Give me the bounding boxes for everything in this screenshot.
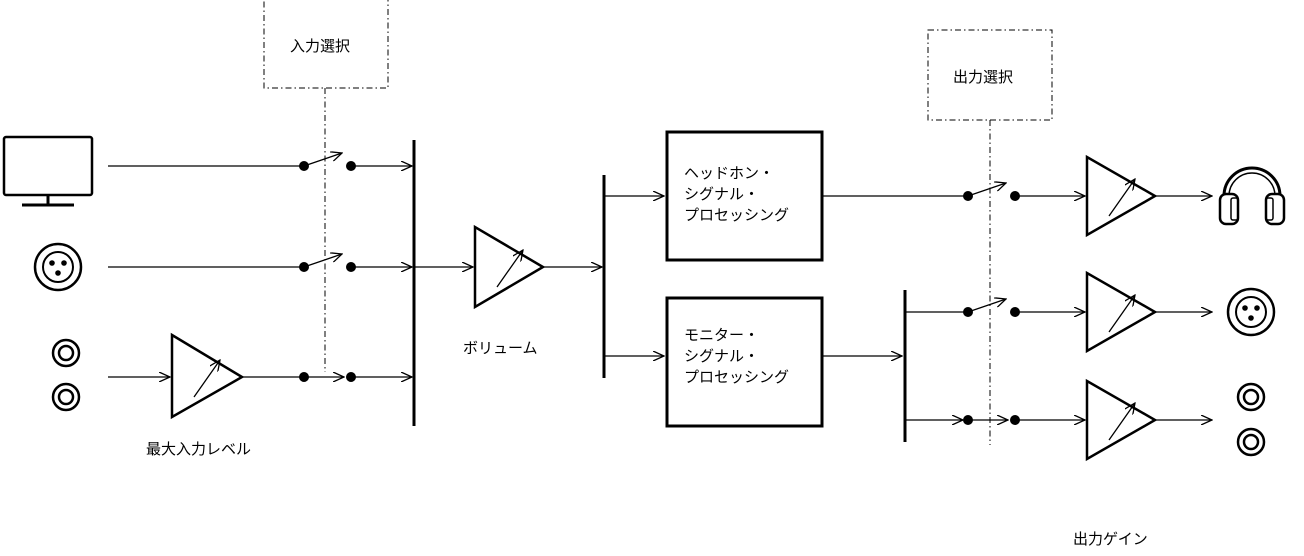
- input-select-label: 入力選択: [290, 37, 351, 55]
- monitor-processing-text: モニター・ シグナル・ プロセッシング: [684, 325, 789, 388]
- xlr-output-icon: [1226, 287, 1276, 337]
- volume-label: ボリューム: [463, 339, 538, 357]
- headphone-processing-text: ヘッドホン・ シグナル・ プロセッシング: [684, 163, 789, 226]
- headphone-processing-line-2: シグナル・: [684, 185, 760, 203]
- input-line-3: [108, 332, 412, 420]
- monitor-processing-line-2: シグナル・: [684, 347, 760, 365]
- max-input-level-label: 最大入力レベル: [146, 440, 252, 458]
- output-gain-label: 出力ゲイン: [1073, 530, 1148, 548]
- monitor-processing-block: [665, 296, 824, 428]
- headphone-processing-line-3: プロセッシング: [684, 206, 790, 224]
- monitor-processing-line-1: モニター・: [684, 326, 760, 344]
- input-select-box: [263, 0, 389, 89]
- headphones-icon: [1218, 166, 1286, 226]
- monitor-xlr-output-path: [905, 270, 1212, 354]
- monitor-rca-output-path: [905, 378, 1212, 462]
- output-select-label: 出力選択: [953, 68, 1014, 86]
- headphone-processing-block: [665, 130, 824, 262]
- rca-jack-pair-icon: [51, 338, 81, 412]
- volume-amplifier: [414, 224, 602, 310]
- input-line-1: [108, 153, 412, 171]
- rca-output-icon: [1236, 382, 1266, 457]
- xlr-connector-icon: [33, 242, 83, 292]
- headphone-processing-line-1: ヘッドホン・: [684, 164, 775, 182]
- headphone-output-path: [822, 154, 1212, 238]
- monitor-processing-line-3: プロセッシング: [684, 368, 790, 386]
- monitor-display-icon: [2, 135, 94, 207]
- input-line-2: [108, 254, 412, 272]
